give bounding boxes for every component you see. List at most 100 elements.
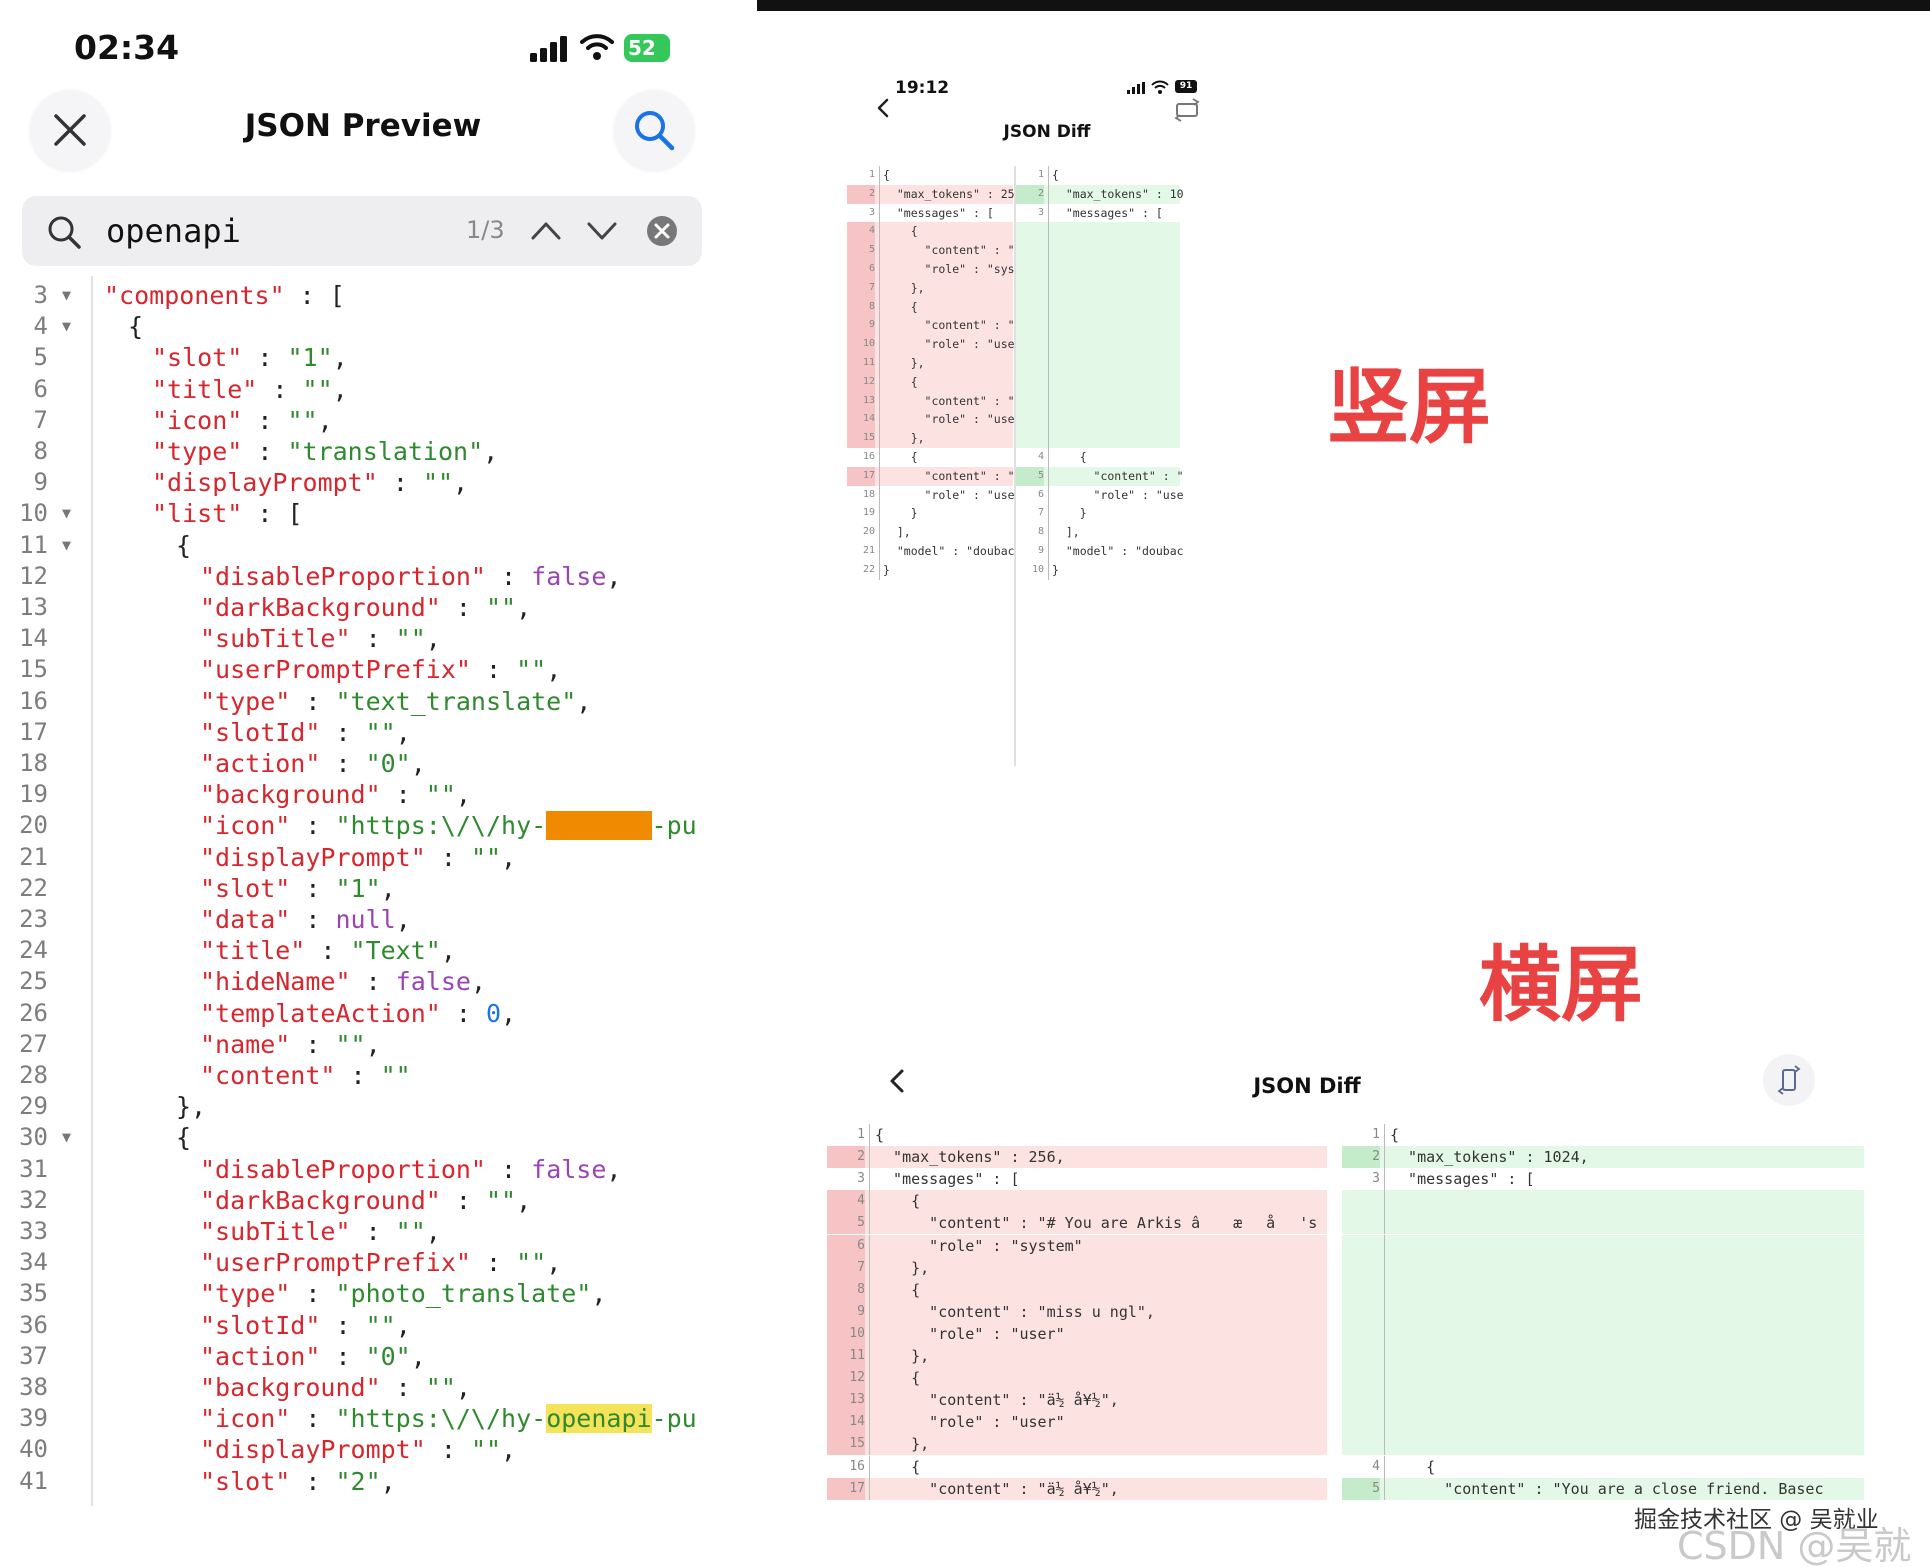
diff-row: [1342, 1278, 1864, 1301]
rotate-screen-icon: [1777, 1065, 1801, 1095]
code-token: ,: [455, 1373, 471, 1402]
code-text: "list" : [: [152, 498, 303, 529]
next-match-button[interactable]: [586, 216, 618, 246]
diff-line-number: [1016, 222, 1044, 241]
code-text: "hideName" : false,: [200, 966, 486, 997]
diff-line-text: "role" : "user": [875, 1324, 1065, 1343]
diff-line-number: [1342, 1323, 1380, 1345]
code-text: "type" : "text_translate",: [200, 686, 591, 717]
json-preview-screen: 02:34 52 JSON Preview openapi 1/3: [0, 0, 726, 1567]
code-line: 34"userPromptPrefix" : "",: [0, 1247, 726, 1278]
diff-line-number: 6: [827, 1234, 865, 1257]
code-text: "disableProportion" : false,: [200, 561, 621, 592]
diff-gutter-line: [879, 410, 880, 430]
code-token: :: [320, 749, 366, 778]
diff-gutter-line: [879, 485, 880, 505]
diff-gutter-line: [1384, 1256, 1385, 1279]
diff-line-text: "role" : "use: [883, 412, 1015, 427]
diff-line-text: {: [883, 374, 918, 389]
code-text: "type" : "photo_translate",: [200, 1278, 606, 1309]
diff-row: 14 "role" : "user": [827, 1411, 1327, 1434]
diff-line-number: 5: [1342, 1477, 1380, 1500]
code-token: :: [290, 905, 336, 934]
code-token: ,: [410, 749, 426, 778]
diff-row: 3 "messages" : [: [1342, 1168, 1864, 1191]
diff-row: [1342, 1411, 1864, 1434]
line-number: 5: [33, 343, 48, 372]
diff-gutter-line: [869, 1455, 870, 1478]
code-line: 28"content" : "": [0, 1060, 726, 1091]
line-number: 26: [19, 998, 48, 1027]
diff-line-text: },: [875, 1435, 930, 1454]
code-text: {: [176, 1122, 191, 1153]
code-token: "slot": [200, 873, 291, 903]
landscape-back-icon[interactable]: [887, 1068, 907, 1094]
code-token: -pu: [651, 811, 697, 841]
code-token: :: [242, 437, 288, 466]
code-token: "": [516, 1248, 547, 1278]
code-token: -pu: [651, 1404, 697, 1434]
diff-line-text: "content" : ": [883, 318, 1015, 333]
diff-line-number: [1342, 1433, 1380, 1455]
code-token: ,: [455, 780, 471, 810]
line-number: 35: [19, 1279, 48, 1308]
code-text: "userPromptPrefix" : "",: [200, 654, 561, 685]
code-token: "action": [200, 1341, 321, 1371]
close-button[interactable]: [30, 90, 110, 170]
line-number: 8: [33, 437, 48, 465]
code-token: ,: [332, 374, 348, 404]
code-token: :: [242, 405, 288, 435]
code-token: "darkBackground": [200, 1185, 441, 1215]
diff-line-number: 6: [847, 260, 875, 279]
diff-line-number: [1016, 241, 1044, 260]
code-token: ,: [425, 624, 441, 654]
fold-toggle-icon[interactable]: ▼: [62, 535, 72, 554]
search-input[interactable]: openapi: [106, 212, 241, 250]
diff-gutter-line: [1384, 1212, 1385, 1235]
diff-row: 1{: [1016, 166, 1180, 185]
diff-line-text: {: [883, 299, 918, 314]
line-number: 6: [33, 374, 48, 403]
previous-match-button[interactable]: [530, 216, 562, 246]
clear-search-button[interactable]: [646, 215, 678, 247]
landscape-rotate-button[interactable]: [1763, 1054, 1815, 1106]
code-text: "name" : "",: [200, 1029, 381, 1060]
code-text: "slot" : "2",: [200, 1466, 396, 1497]
fold-toggle-icon[interactable]: ▼: [62, 504, 72, 523]
code-token: :: [320, 1341, 366, 1371]
fold-toggle-icon[interactable]: ▼: [62, 1128, 72, 1147]
rotate-screen-icon[interactable]: [1173, 96, 1201, 124]
diff-line-text: {: [1052, 450, 1087, 464]
diff-line-text: "messages" : [: [1052, 205, 1163, 220]
code-text: "userPromptPrefix" : "",: [200, 1247, 561, 1278]
fold-toggle-icon[interactable]: ▼: [62, 317, 72, 336]
line-number: 20: [19, 811, 48, 840]
diff-line-text: "max_tokens" : 25: [883, 186, 1015, 201]
diff-row: [1342, 1367, 1864, 1390]
diff-line-text: "role" : "user": [875, 1413, 1065, 1432]
fold-toggle-icon[interactable]: ▼: [62, 286, 72, 304]
diff-line-number: 8: [1037, 526, 1044, 538]
portrait-back-icon[interactable]: [875, 98, 891, 118]
code-line: 32"darkBackground" : "",: [0, 1185, 726, 1216]
diff-line-text: "content" : ": [883, 468, 1015, 483]
code-token: :: [305, 936, 351, 966]
code-text: {: [176, 530, 191, 561]
diff-line-number: 15: [827, 1433, 865, 1456]
code-token: : [: [284, 281, 345, 310]
diff-gutter-line: [1384, 1146, 1385, 1169]
diff-line-text: "content" : "miss u ngl",: [875, 1302, 1155, 1321]
diff-line-text: ],: [883, 525, 911, 540]
diff-line-text: },: [883, 356, 925, 370]
diff-row: 21 "model" : "doubac: [847, 542, 1015, 561]
line-number: 36: [19, 1310, 48, 1339]
diff-line-text: {: [875, 1126, 885, 1144]
gutter-divider: [91, 276, 93, 1506]
portrait-pane-divider: [1014, 166, 1016, 766]
code-text: "action" : "0",: [200, 748, 426, 779]
diff-row: 5 "content" : "# You are Arkis â æå…: [827, 1212, 1327, 1235]
diff-line-text: },: [883, 280, 925, 295]
code-line: 33"subTitle" : "",: [0, 1216, 726, 1247]
code-token: "darkBackground": [200, 593, 441, 622]
search-button[interactable]: [614, 90, 694, 170]
